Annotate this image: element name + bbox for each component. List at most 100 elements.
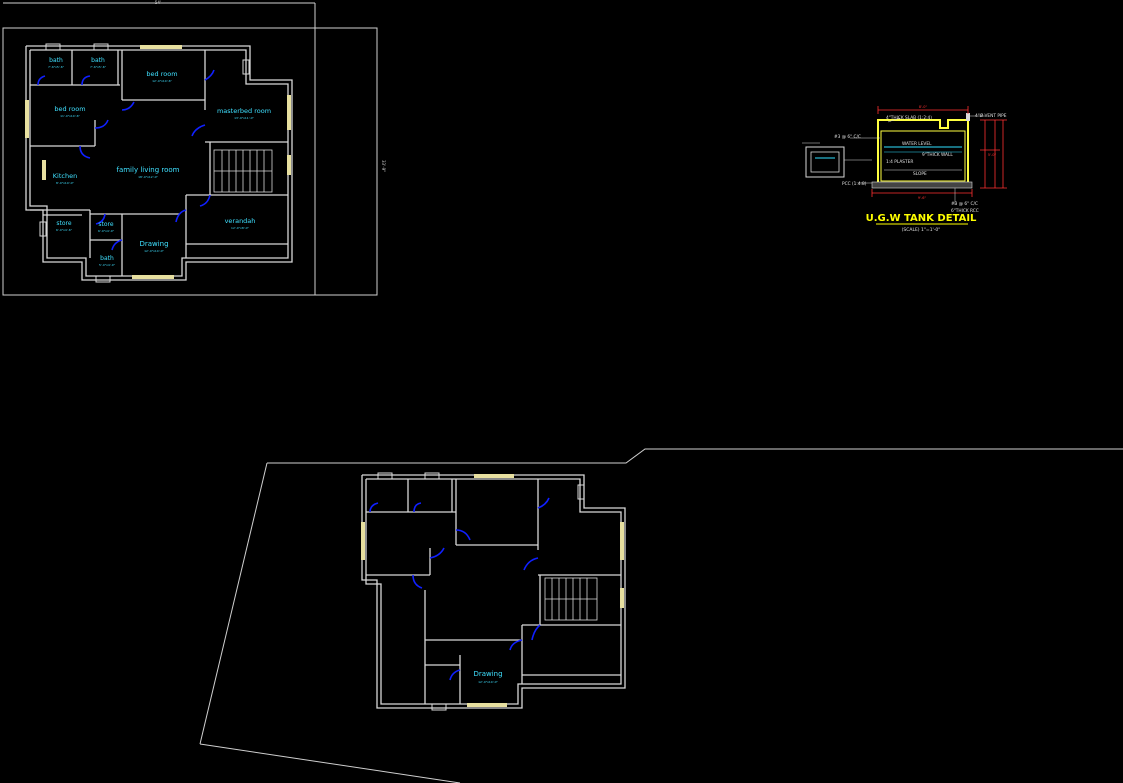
room-name-bed-room: bed room <box>146 70 177 78</box>
tank-label-plaster: 1:4 PLASTER <box>886 159 913 165</box>
room-dim-store: 6'-0"x4'-0" <box>98 229 115 233</box>
door-swing <box>94 119 109 129</box>
room-dim-family-living-room: 18'-0"x12'-0" <box>138 175 158 179</box>
door-swing <box>81 75 91 86</box>
room-dim-bed-room: 11'-0"x10'-6" <box>60 114 80 118</box>
room-dim-drawing: 12'-0"x10'-0" <box>144 249 164 253</box>
room-dim-bath: 5'-0"x4'-0" <box>99 263 116 267</box>
room-dim-kitchen: 8'-0"x10'-0" <box>56 181 75 185</box>
tank-label-pcc: PCC (1:4:8) <box>842 181 867 187</box>
plan2-staircase <box>544 577 598 621</box>
plan2-windows <box>361 474 624 707</box>
window <box>42 160 46 180</box>
room-name-master-bed-room: masterbed room <box>217 107 271 115</box>
tank-label-rebar-bottom: #3 @ 6" C/C <box>951 201 978 207</box>
ventilator <box>424 472 440 480</box>
leader <box>887 117 901 123</box>
plan1-outer-wall-inner <box>29 49 289 277</box>
door-swing <box>79 145 91 159</box>
window <box>132 275 174 279</box>
room-name-store: store <box>56 220 71 227</box>
window <box>287 95 291 130</box>
plan2-outer-wall-inner <box>365 478 622 705</box>
window <box>361 522 365 560</box>
tank-plan-inner <box>810 151 840 173</box>
door-swing <box>37 75 46 86</box>
plan1-room-labels: bath 7'-6"x5'-6" bath 7'-6"x5'-6" bed ro… <box>48 57 271 267</box>
door-swing <box>509 639 523 651</box>
site-boundary-left <box>199 462 268 745</box>
ventilator <box>431 703 447 711</box>
door-swing <box>95 213 106 225</box>
door-swing <box>191 124 206 137</box>
tank-leaders <box>850 115 985 205</box>
room-name-bed-room: bed room <box>54 105 85 113</box>
room-name-kitchen: Kitchen <box>53 172 77 180</box>
ventilator <box>39 221 47 237</box>
room-name-bath: bath <box>91 57 105 64</box>
plan1-walls <box>25 45 293 281</box>
room-name-verandah: verandah <box>225 217 256 225</box>
room-name-drawing: Drawing <box>473 670 502 678</box>
tank-inner-wall <box>880 130 966 182</box>
tank-label-slope: SLOPE <box>913 171 927 177</box>
plan2-site-boundary <box>199 448 1123 783</box>
plan1-top-dimension: 54' <box>155 0 161 5</box>
pcc-base <box>871 181 973 189</box>
room-dim-bath: 7'-6"x5'-6" <box>90 65 107 69</box>
door-swing <box>523 557 539 571</box>
tank-dim-labels: 8'-0" 9'-6" 5'-0" <box>918 105 997 200</box>
plan2-walls <box>361 474 626 709</box>
door-swing <box>412 574 423 589</box>
door-swing <box>531 624 541 641</box>
plan2-ventilators <box>377 472 585 711</box>
door-swing <box>199 194 211 207</box>
window <box>620 588 624 608</box>
plan1-ventilators <box>39 43 250 283</box>
room-dim-bath: 7'-6"x5'-6" <box>48 65 65 69</box>
tank-dim-height: 5'-0" <box>988 153 997 157</box>
site-boundary-bottom <box>199 743 461 783</box>
room-dim-bed-room: 12'-0"x10'-6" <box>152 79 172 83</box>
room-dim-drawing: 12'-0"x10'-0" <box>478 680 498 684</box>
ventilator <box>242 59 250 75</box>
room-name-drawing: Drawing <box>139 240 168 248</box>
tank-label-bottom-slab: 6"THICK RCC <box>951 208 979 214</box>
tank-dim-width-bottom: 9'-6" <box>918 196 927 200</box>
window <box>287 155 291 175</box>
plan2-doors <box>369 497 550 681</box>
tank-label-rebar-top: #3 @ 6" C/C <box>834 134 861 140</box>
door-swing <box>449 669 461 681</box>
tank-scale: (SCALE) 1"=1'-0" <box>902 227 941 233</box>
room-dim-verandah: 12'-0"x8'-0" <box>231 226 250 230</box>
tank-plan-view <box>805 146 845 178</box>
plan1-windows <box>25 45 291 279</box>
room-name-bath: bath <box>100 255 114 262</box>
window <box>474 474 514 478</box>
ugw-tank-detail: 4"THICK SLAB (1:2:4) 4"Ø VENT PIPE #3 @ … <box>802 105 1007 233</box>
ventilator <box>377 472 393 480</box>
tank-label-top-slab: 4"THICK SLAB (1:2:4) <box>886 115 932 121</box>
door-swing <box>204 69 215 81</box>
door-swing <box>455 529 471 541</box>
tank-dim-width-top: 8'-0" <box>919 105 928 109</box>
plan1-side-dimension: 33'-9" <box>381 160 386 172</box>
window <box>467 703 507 707</box>
room-name-store: store <box>98 221 113 228</box>
plan1-sheet-frame <box>2 2 378 296</box>
door-swing <box>121 101 135 111</box>
door-swing <box>111 239 123 251</box>
window <box>25 100 29 138</box>
tank-label-pipe: 4"Ø VENT PIPE <box>975 112 1007 119</box>
room-dim-master-bed-room: 13'-9"x11'-0" <box>234 116 254 120</box>
tank-label-wall: 9"THICK WALL <box>922 152 953 158</box>
tank-dimensions <box>871 106 1007 197</box>
plan2-room-labels: Drawing 12'-0"x10'-0" <box>473 670 502 684</box>
door-swing <box>369 502 379 513</box>
tank-title: U.G.W TANK DETAIL <box>866 213 977 224</box>
plan1-doors <box>37 69 215 251</box>
tank-label-water-level: WATER LEVEL <box>902 141 932 147</box>
window <box>620 522 624 560</box>
tank-wall-outline <box>877 119 969 183</box>
